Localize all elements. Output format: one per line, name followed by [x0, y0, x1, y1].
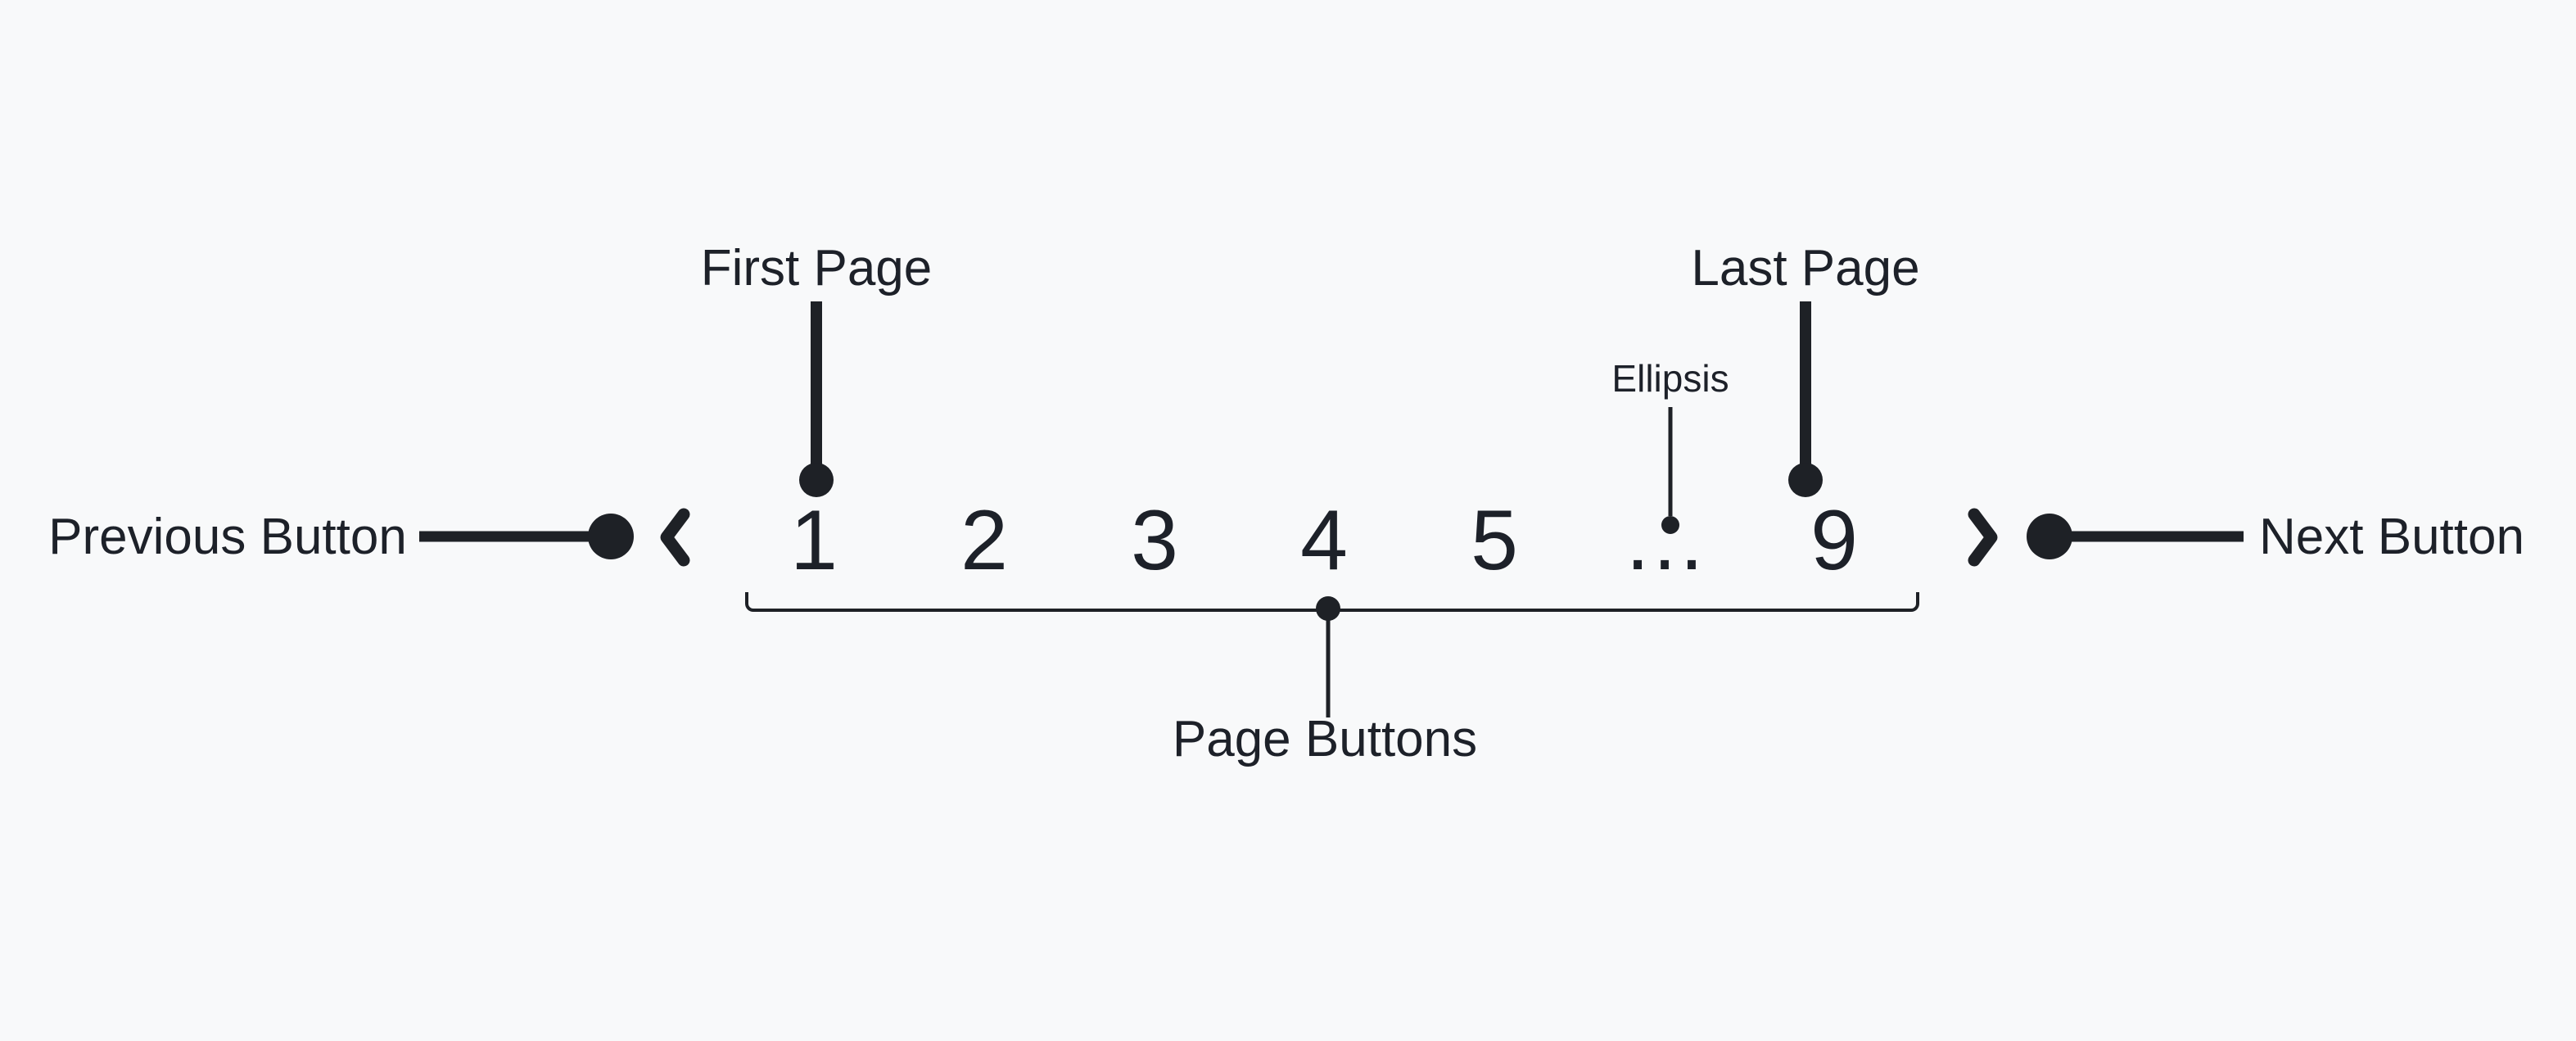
page-button-ellipsis[interactable]: …: [1622, 493, 1707, 588]
next-leader-line: [2050, 531, 2244, 542]
previous-pointer-dot: [588, 514, 634, 559]
last-page-label: Last Page: [1691, 240, 1920, 296]
chevron-left-icon[interactable]: [656, 504, 694, 571]
page-buttons-leader-line: [1326, 609, 1331, 717]
ellipsis-label: Ellipsis: [1611, 357, 1729, 400]
first-page-label: First Page: [700, 240, 933, 296]
first-page-pointer-dot: [799, 463, 834, 497]
page-button-3[interactable]: 3: [1131, 493, 1178, 588]
previous-button-label: Previous Button: [48, 509, 407, 565]
first-page-leader-line: [811, 301, 822, 465]
ellipsis-pointer-dot: [1661, 516, 1679, 534]
previous-leader-line: [419, 531, 612, 542]
next-button-label: Next Button: [2259, 509, 2524, 565]
page-buttons-label: Page Buttons: [1172, 711, 1478, 767]
last-page-leader-line: [1800, 301, 1811, 465]
ellipsis-leader-line: [1668, 407, 1673, 516]
last-page-pointer-dot: [1788, 463, 1823, 497]
page-button-1[interactable]: 1: [790, 493, 838, 588]
page-button-2[interactable]: 2: [960, 493, 1008, 588]
page-button-9[interactable]: 9: [1810, 493, 1858, 588]
page-button-4[interactable]: 4: [1300, 493, 1348, 588]
chevron-right-icon[interactable]: [1964, 504, 2002, 571]
page-button-5[interactable]: 5: [1471, 493, 1518, 588]
